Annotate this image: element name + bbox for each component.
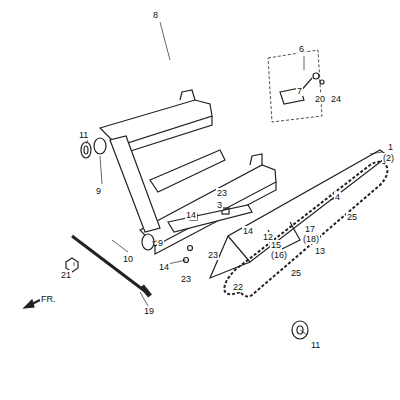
callout-number: (16): [270, 250, 288, 260]
callout-number: 7: [296, 86, 303, 96]
callout-number: 14: [242, 226, 254, 236]
callout-number: 25: [290, 268, 302, 278]
callout-number: 9: [157, 238, 164, 248]
callout-number: 4: [334, 192, 341, 202]
direction-label: FR.: [40, 294, 57, 304]
callout-number: 11: [310, 340, 321, 350]
callout-number: 23: [207, 250, 219, 260]
callout-number: (2): [382, 153, 395, 163]
callout-number: 23: [216, 188, 228, 198]
callout-number: 11: [78, 130, 89, 140]
callout-number: (18): [302, 234, 320, 244]
callout-number: 10: [122, 254, 134, 264]
callout-number: 3: [216, 200, 223, 210]
callout-number: 25: [346, 212, 358, 222]
callout-number: 14: [185, 210, 197, 220]
callout-number: 6: [298, 44, 305, 54]
callout-number: 9: [95, 186, 102, 196]
callout-number: 1: [387, 142, 394, 152]
callout-number: 23: [180, 274, 192, 284]
callout-number: 14: [158, 262, 170, 272]
callout-number: 22: [232, 282, 244, 292]
callout-number: 17: [304, 224, 316, 234]
callout-number: 13: [314, 246, 326, 256]
callout-number: 24: [330, 94, 342, 104]
callout-number: 21: [60, 270, 72, 280]
callout-number: 8: [152, 10, 159, 20]
callout-number: 15: [270, 240, 282, 250]
callout-number: 20: [314, 94, 326, 104]
callout-number: 19: [143, 306, 155, 316]
